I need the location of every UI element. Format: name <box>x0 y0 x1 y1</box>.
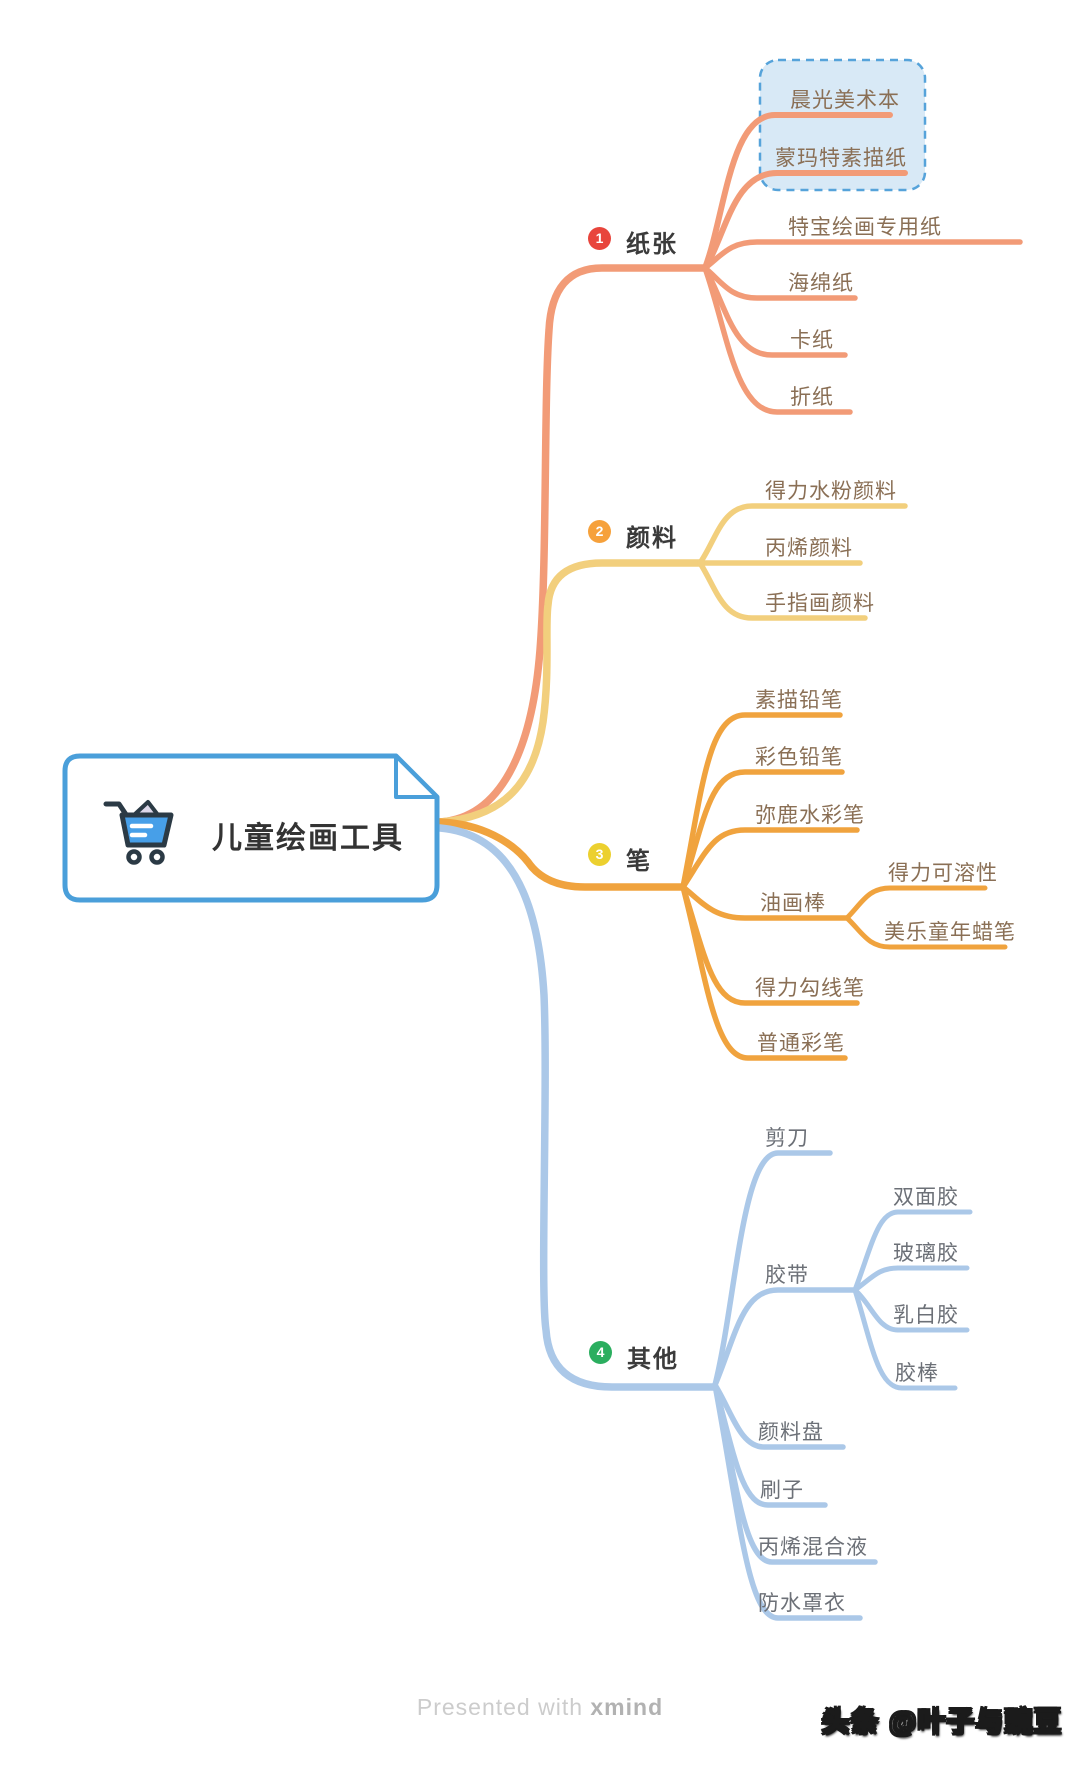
toutiao-watermark: 头条 @叶子与豌豆 <box>821 1706 1063 1738</box>
root-topic[interactable]: 儿童绘画工具 <box>62 753 440 903</box>
topic-pen-6[interactable]: 普通彩笔 <box>757 1032 845 1055</box>
badge-1: 1 <box>588 227 611 250</box>
topic-other-2-3[interactable]: 乳白胶 <box>893 1304 959 1327</box>
topic-other-5[interactable]: 丙烯混合液 <box>758 1536 868 1559</box>
topic-pen-1[interactable]: 素描铅笔 <box>755 689 843 712</box>
branch-other-lines <box>436 824 973 1621</box>
topic-other-6[interactable]: 防水罩衣 <box>758 1592 846 1615</box>
topic-paint[interactable]: 颜料 <box>626 525 678 552</box>
topic-paper-1[interactable]: 晨光美术本 <box>790 89 900 112</box>
presented-text: Presented with <box>416 1694 591 1720</box>
shopping-cart-icon <box>98 785 188 875</box>
topic-paint-1[interactable]: 得力水粉颜料 <box>765 480 897 503</box>
topic-paper-3[interactable]: 特宝绘画专用纸 <box>788 216 942 239</box>
topic-other-3[interactable]: 颜料盘 <box>758 1421 824 1444</box>
topic-other-2-2[interactable]: 玻璃胶 <box>893 1242 959 1265</box>
branch-paint-lines <box>436 503 908 826</box>
topic-pen-2[interactable]: 彩色铅笔 <box>755 746 843 769</box>
topic-paper-5[interactable]: 卡纸 <box>790 329 834 352</box>
root-topic-label: 儿童绘画工具 <box>212 822 404 855</box>
topic-pen-4-2[interactable]: 美乐童年蜡笔 <box>884 921 1016 944</box>
branch-paper-lines <box>436 112 1023 826</box>
topic-paint-3[interactable]: 手指画颜料 <box>765 592 875 615</box>
badge-3: 3 <box>588 843 611 866</box>
topic-other[interactable]: 其他 <box>627 1346 679 1373</box>
topic-pen-3[interactable]: 弥鹿水彩笔 <box>755 804 865 827</box>
presented-with-xmind: Presented with xmind <box>0 1694 1080 1721</box>
topic-other-1[interactable]: 剪刀 <box>765 1127 809 1150</box>
xmind-brand: xmind <box>590 1694 664 1720</box>
topic-paper-4[interactable]: 海绵纸 <box>788 272 854 295</box>
branch-pen-lines <box>436 712 1008 1061</box>
topic-pen-4-1[interactable]: 得力可溶性 <box>888 862 998 885</box>
topic-other-4[interactable]: 刷子 <box>760 1479 804 1502</box>
topic-other-2-4[interactable]: 胶棒 <box>895 1362 939 1385</box>
topic-paint-2[interactable]: 丙烯颜料 <box>765 537 853 560</box>
topic-paper-2[interactable]: 蒙玛特素描纸 <box>775 147 907 170</box>
topic-other-2[interactable]: 胶带 <box>765 1264 809 1287</box>
topic-pen[interactable]: 笔 <box>626 848 652 875</box>
topic-paper-6[interactable]: 折纸 <box>790 386 834 409</box>
topic-pen-5[interactable]: 得力勾线笔 <box>755 977 865 1000</box>
badge-2: 2 <box>588 520 611 543</box>
topic-paper[interactable]: 纸张 <box>626 231 678 258</box>
folded-corner-icon <box>394 754 439 799</box>
topic-other-2-1[interactable]: 双面胶 <box>893 1186 959 1209</box>
badge-4: 4 <box>589 1341 612 1364</box>
topic-pen-4[interactable]: 油画棒 <box>760 892 826 915</box>
selection-highlight-box <box>758 58 927 192</box>
